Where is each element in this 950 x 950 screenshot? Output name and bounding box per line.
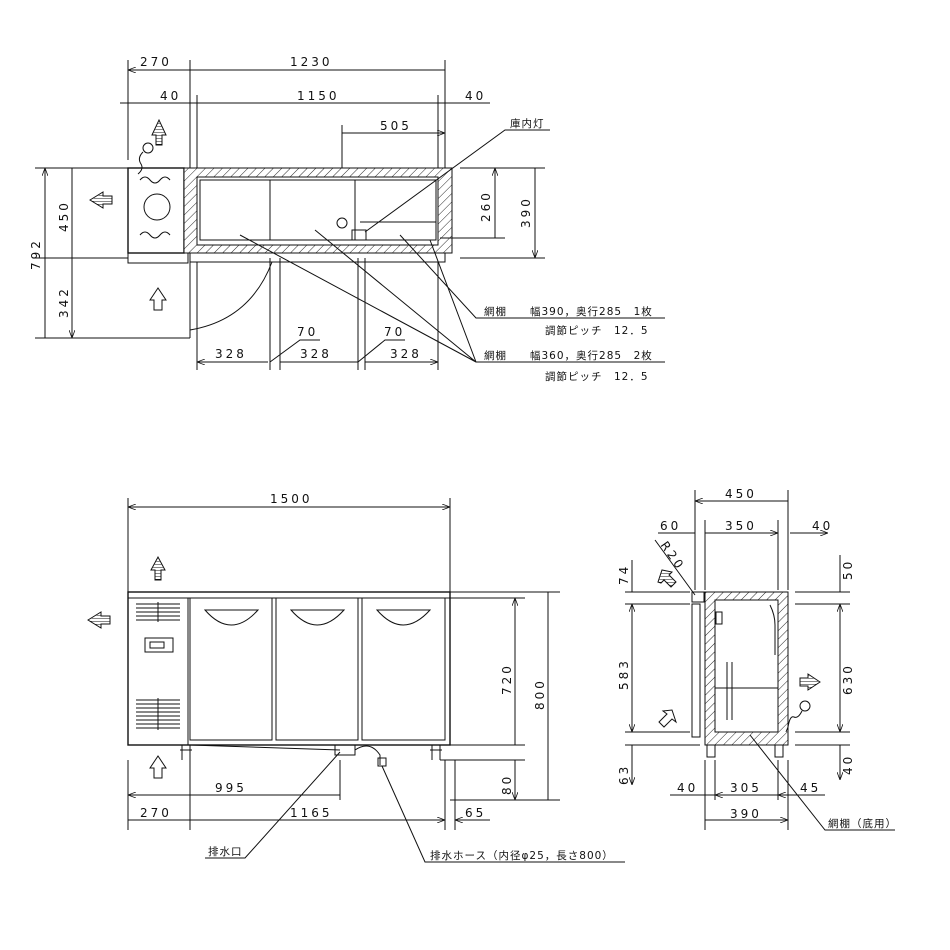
machine-panel (127, 597, 189, 746)
label-shelf-1-pitch: 調節ピッチ 12．5 (545, 324, 649, 337)
dim-1150: 1150 (297, 89, 340, 103)
dim-80: 80 (500, 774, 514, 795)
dim-63: 63 (617, 764, 631, 785)
airflow-arrow-up (151, 118, 167, 146)
dim-390: 390 (519, 196, 533, 228)
airflow-arrow-in (149, 287, 167, 311)
vent-top (136, 602, 180, 730)
label-shelf-1: 網棚 幅390，奥行285 1枚 (484, 305, 653, 318)
dim-1500: 1500 (270, 492, 313, 506)
dim-328-b: 328 (300, 347, 332, 361)
dim-583: 583 (617, 658, 631, 690)
dim-630: 630 (841, 663, 855, 695)
dim-505: 505 (380, 119, 412, 133)
dim-720: 720 (500, 663, 514, 695)
dim-70-b: 70 (384, 325, 405, 339)
label-interior-light: 庫内灯 (510, 117, 545, 130)
front-view: 1500 720 800 80 995 270 1165 65 (87, 492, 625, 863)
dim-1230: 1230 (290, 55, 333, 69)
dim-50: 50 (841, 559, 855, 580)
door-side (691, 603, 701, 738)
dim-995: 995 (215, 781, 247, 795)
airflow-arrow-left (87, 611, 111, 629)
dim-305: 305 (730, 781, 762, 795)
label-drain-port: 排水口 (208, 845, 243, 858)
interior-light (351, 229, 367, 241)
dim-40-right: 40 (841, 754, 855, 775)
side-view: 450 60 350 40 R20 74 583 63 50 630 40 (617, 487, 897, 831)
dim-60: 60 (660, 519, 681, 533)
airflow-arrow-up (150, 555, 166, 581)
dim-270-bottom: 270 (140, 806, 172, 820)
dim-270: 270 (140, 55, 172, 69)
dim-800: 800 (533, 678, 547, 710)
dim-r20: R20 (658, 539, 688, 574)
dim-792: 792 (29, 238, 43, 270)
dim-70-a: 70 (297, 325, 318, 339)
door-3 (361, 597, 446, 741)
airflow-arrow-left (89, 191, 113, 209)
dim-260: 260 (479, 190, 493, 222)
dim-45: 45 (800, 781, 821, 795)
front-body (127, 591, 451, 746)
power-plug-icon (799, 700, 811, 712)
airflow-arrow-in (658, 709, 677, 728)
dim-40-right: 40 (465, 89, 486, 103)
compressor (143, 193, 171, 221)
compressor-section (127, 167, 185, 254)
power-plug-icon (142, 142, 154, 154)
dim-1165: 1165 (290, 806, 333, 820)
doors (189, 597, 446, 741)
dim-342: 342 (57, 286, 71, 318)
dim-40-left: 40 (160, 89, 181, 103)
dim-74: 74 (617, 564, 631, 585)
label-shelf-2: 網棚 幅360，奥行285 2枚 (484, 349, 653, 362)
label-bottom-shelf: 網棚（底用） (828, 817, 897, 830)
temperature-display (144, 637, 174, 653)
dim-450: 450 (725, 487, 757, 501)
airflow-arrow-in (149, 755, 167, 779)
door-2 (275, 597, 359, 741)
dim-450: 450 (57, 200, 71, 232)
dim-390: 390 (730, 807, 762, 821)
dim-328-c: 328 (390, 347, 422, 361)
dim-40-bottom: 40 (677, 781, 698, 795)
airflow-arrow-up-left (657, 569, 677, 588)
top-view: 270 1230 40 1150 40 505 792 450 342 260 … (29, 55, 665, 383)
door-1 (189, 597, 273, 741)
airflow-arrow-right (799, 673, 821, 691)
dim-328-a: 328 (215, 347, 247, 361)
dim-40: 40 (812, 519, 833, 533)
dim-65: 65 (465, 806, 486, 820)
label-shelf-2-pitch: 調節ピッチ 12．5 (545, 370, 649, 383)
dim-350: 350 (725, 519, 757, 533)
label-drain-hose: 排水ホース（内径φ25，長さ800） (430, 849, 614, 862)
